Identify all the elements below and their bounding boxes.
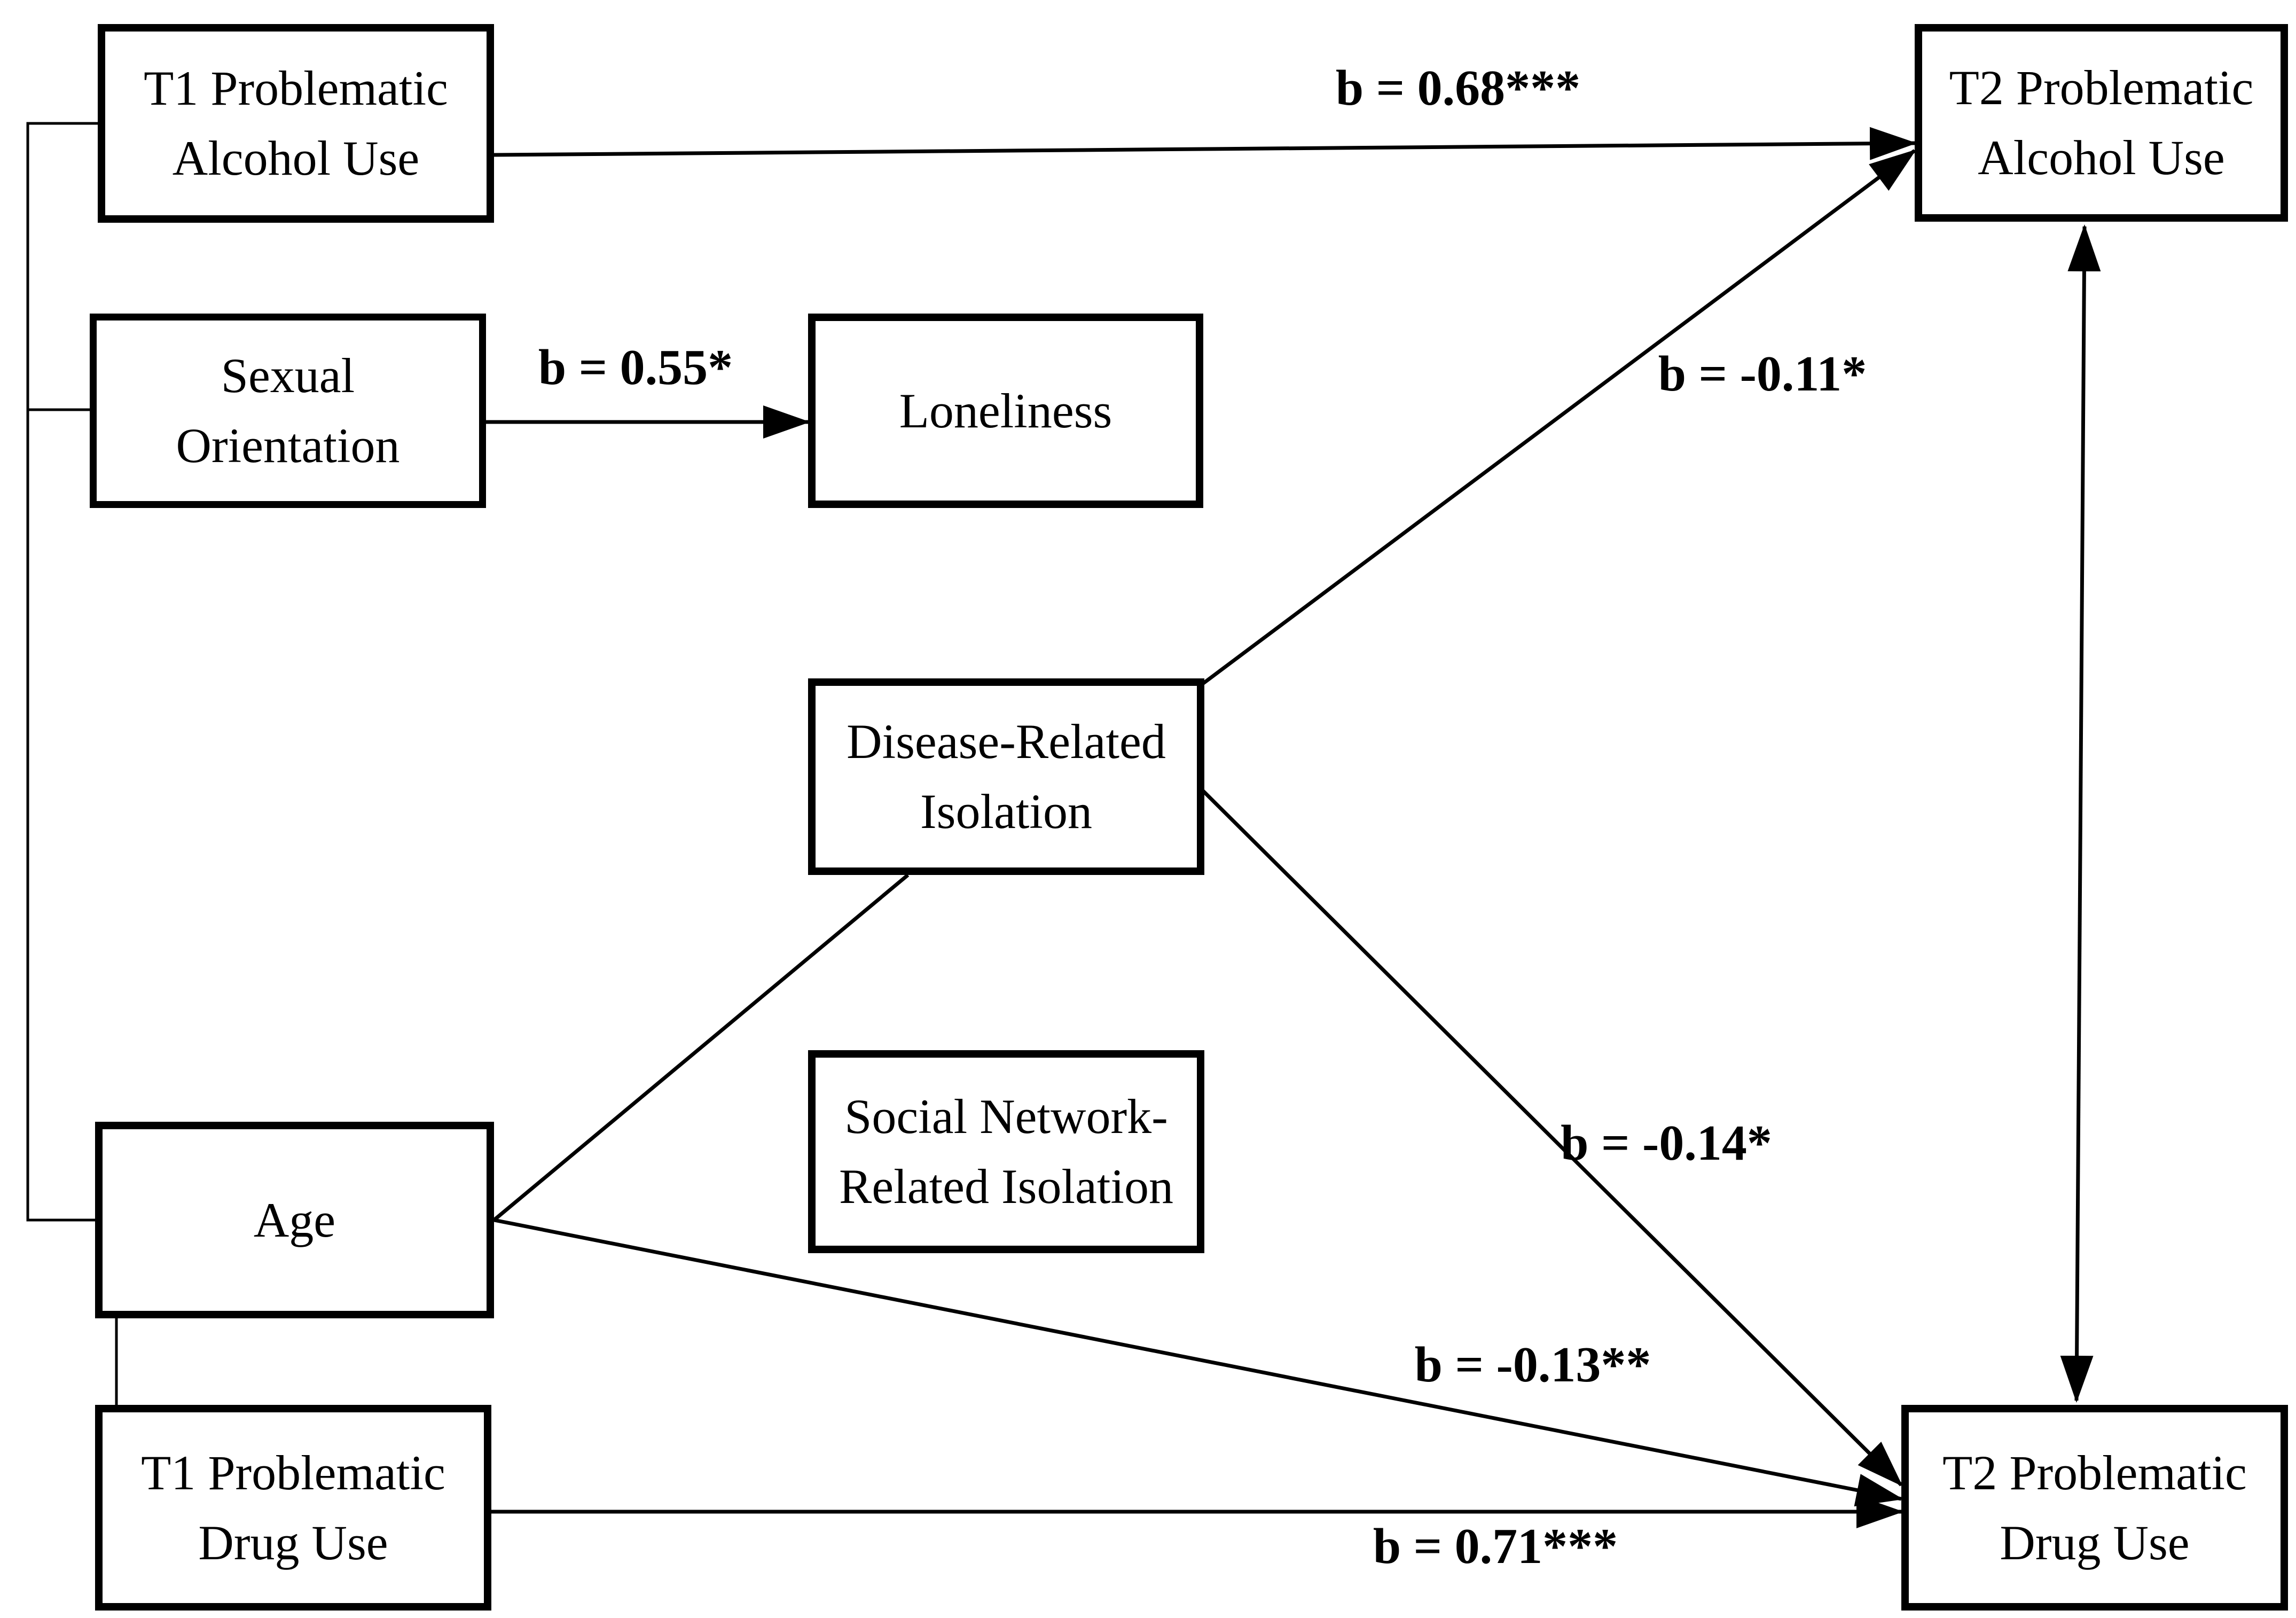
node-sexual-orientation: Sexual Orientation	[90, 314, 486, 508]
node-disease-isolation: Disease-Related Isolation	[808, 678, 1204, 875]
edge-covariance-bracket-left	[26, 122, 98, 1222]
node-t2-alcohol: T2 Problematic Alcohol Use	[1915, 24, 2288, 222]
edge-diseaseisolation-to-t2alcohol	[1201, 149, 1917, 685]
node-t2-drug: T2 Problematic Drug Use	[1901, 1405, 2288, 1611]
node-age: Age	[95, 1122, 494, 1318]
edge-age-to-t2drug	[493, 1218, 1903, 1507]
node-t1-drug: T1 Problematic Drug Use	[95, 1405, 491, 1611]
edge-t2alcohol-t2drug-covariance	[2060, 224, 2101, 1403]
edge-label-sexualorientation-to-loneliness: b = 0.55*	[538, 340, 733, 395]
node-label-t1-drug: T1 Problematic Drug Use	[141, 1445, 445, 1570]
node-t1-alcohol: T1 Problematic Alcohol Use	[98, 24, 494, 223]
edge-t1alcohol-to-t2alcohol	[493, 127, 1917, 160]
node-loneliness: Loneliness	[808, 314, 1203, 508]
node-label-social-isolation: Social Network- Related Isolation	[839, 1089, 1173, 1214]
edge-label-age-to-t2drug: b = -0.13**	[1414, 1337, 1651, 1393]
node-label-disease-isolation: Disease-Related Isolation	[847, 714, 1166, 839]
edge-diseaseisolation-to-t2drug	[1201, 789, 1903, 1487]
edge-label-t1alcohol-to-t2alcohol: b = 0.68***	[1335, 60, 1581, 116]
edge-label-t1drug-to-t2drug: b = 0.71***	[1373, 1519, 1618, 1574]
node-label-t2-drug: T2 Problematic Drug Use	[1942, 1445, 2247, 1570]
edge-age-to-diseaseisolation	[492, 873, 910, 1222]
node-social-isolation: Social Network- Related Isolation	[808, 1050, 1204, 1253]
node-label-sexual-orientation: Sexual Orientation	[176, 348, 400, 473]
node-label-t1-alcohol: T1 Problematic Alcohol Use	[144, 61, 448, 185]
edge-label-diseaseisolation-to-t2drug: b = -0.14*	[1561, 1115, 1772, 1171]
edge-label-diseaseisolation-to-t2alcohol: b = -0.11*	[1658, 346, 1867, 402]
node-label-t2-alcohol: T2 Problematic Alcohol Use	[1949, 60, 2254, 185]
node-label-loneliness: Loneliness	[899, 383, 1112, 438]
node-label-age: Age	[253, 1192, 336, 1247]
